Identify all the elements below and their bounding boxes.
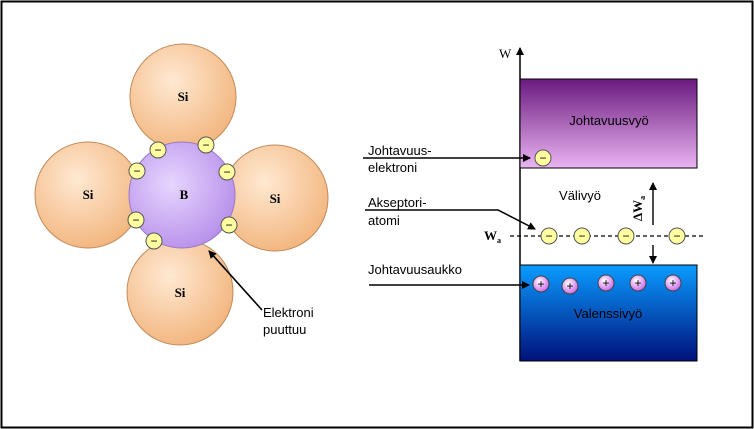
silicon-label-top: Si	[178, 89, 189, 104]
electron: −	[220, 216, 238, 234]
hole-sign: +	[537, 277, 544, 291]
hole-sign: +	[566, 279, 573, 293]
electron: −	[197, 136, 215, 154]
hole: +	[532, 275, 550, 293]
missing-electron-label-line2: puuttuu	[263, 322, 306, 337]
acceptor-atom-label-line1: Akseptori-	[368, 195, 427, 210]
electron: −	[127, 211, 145, 229]
electron-sign: −	[622, 229, 629, 243]
hole-label: Johtavuusaukko	[368, 262, 462, 277]
electron-sign: −	[578, 229, 585, 243]
conduction-band-label: Johtavuusvyö	[569, 113, 649, 128]
electron-sign: −	[133, 164, 140, 178]
missing-electron-label-line1: Elektroni	[263, 305, 314, 320]
delta-w-symbol: ΔW	[630, 200, 645, 221]
silicon-label-right: Si	[270, 191, 281, 206]
electron: −	[573, 227, 591, 245]
conduction-electron-label-line2: elektroni	[368, 160, 417, 175]
hole: +	[629, 274, 647, 292]
electron-sign: −	[539, 151, 546, 165]
electron: −	[218, 163, 236, 181]
band-gap-label: Välivyö	[559, 188, 601, 203]
boron-label: B	[180, 187, 189, 202]
valence-holes: + + + + +	[532, 274, 682, 295]
acceptor-level-label: Wa	[484, 228, 501, 245]
electron: −	[540, 227, 558, 245]
atom-electrons: − − − − − − −	[127, 136, 238, 250]
acceptor-level-subscript: a	[497, 236, 501, 245]
silicon-label-bottom: Si	[175, 285, 186, 300]
delta-w-subscript: a	[638, 196, 647, 200]
hole-sign: +	[634, 276, 641, 290]
electron: −	[145, 232, 163, 250]
hole-sign: +	[669, 276, 676, 290]
atom-model: Si Si Si Si B − − − − − − − Elektroni pu…	[34, 43, 329, 346]
electron: −	[668, 227, 686, 245]
conduction-electron: −	[534, 149, 552, 167]
delta-w-label: ΔWa	[630, 196, 647, 221]
electron-sign: −	[225, 218, 232, 232]
acceptor-electrons: − − − −	[540, 227, 686, 245]
electron-sign: −	[202, 138, 209, 152]
electron: −	[617, 227, 635, 245]
hole: +	[664, 274, 682, 292]
electron: −	[128, 162, 146, 180]
hole: +	[597, 274, 615, 292]
electron-sign: −	[150, 234, 157, 248]
conduction-electron-label-line1: Johtavuus-	[368, 143, 432, 158]
hole-sign: +	[602, 276, 609, 290]
valence-band-label: Valenssivyö	[574, 306, 642, 321]
silicon-label-left: Si	[83, 187, 94, 202]
missing-electron-arrow	[208, 250, 263, 311]
energy-axis-label: W	[499, 46, 512, 61]
boron-atom	[128, 141, 236, 249]
delta-w-text: ΔWa	[630, 196, 647, 221]
electron-sign: −	[154, 143, 161, 157]
band-diagram: W Johtavuusvyö Valenssivyö Välivyö Wa ΔW…	[363, 46, 706, 362]
acceptor-atom-arrow	[365, 209, 536, 230]
electron-sign: −	[223, 165, 230, 179]
electron-sign: −	[545, 229, 552, 243]
acceptor-level-symbol: W	[484, 228, 497, 243]
electron: −	[149, 141, 167, 159]
electron-sign: −	[673, 229, 680, 243]
acceptor-atom-label-line2: atomi	[368, 213, 400, 228]
electron-sign: −	[132, 213, 139, 227]
hole: +	[561, 277, 579, 295]
